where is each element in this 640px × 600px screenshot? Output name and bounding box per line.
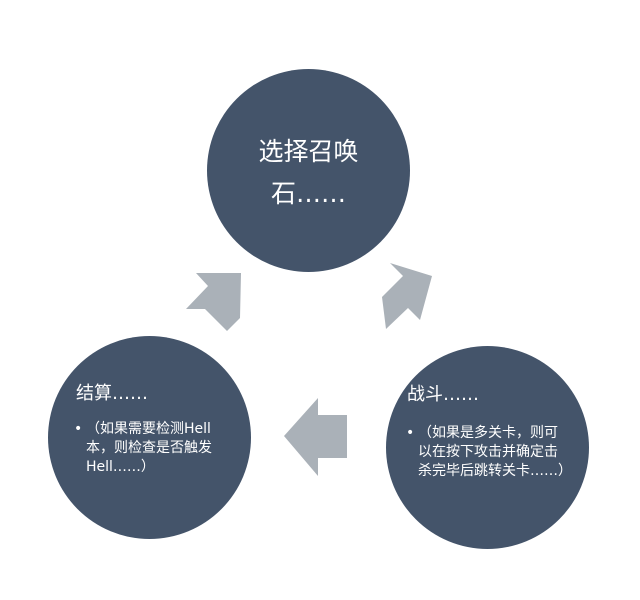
node-bullet-text: （如果需要检测Hell本，则检查是否触发Hell……）: [86, 421, 212, 475]
node-bullet-item: • （如果需要检测Hell本，则检查是否触发Hell……）: [74, 420, 212, 477]
node-settle: 结算…… • （如果需要检测Hell本，则检查是否触发Hell……）: [48, 336, 251, 539]
arrow-right-down-icon: [382, 263, 432, 329]
node-bullet-item: • （如果是多关卡，则可以在按下攻击并确定击杀完毕后跳转关卡……）: [406, 424, 572, 481]
node-bullet-text: （如果是多关卡，则可以在按下攻击并确定击杀完毕后跳转关卡……）: [418, 425, 572, 479]
node-heading: 战斗……: [407, 384, 479, 405]
arrow-left-icon: [284, 398, 347, 476]
node-battle: 战斗…… • （如果是多关卡，则可以在按下攻击并确定击杀完毕后跳转关卡……）: [386, 346, 589, 549]
node-heading: 结算……: [76, 383, 148, 404]
bullet-dot: •: [74, 421, 83, 437]
node-title: 选择召唤石……: [258, 136, 359, 208]
arrow-right-up-icon: [186, 273, 241, 331]
bullet-dot: •: [406, 425, 415, 441]
node-select-summon-stone: 选择召唤石……: [207, 69, 410, 272]
